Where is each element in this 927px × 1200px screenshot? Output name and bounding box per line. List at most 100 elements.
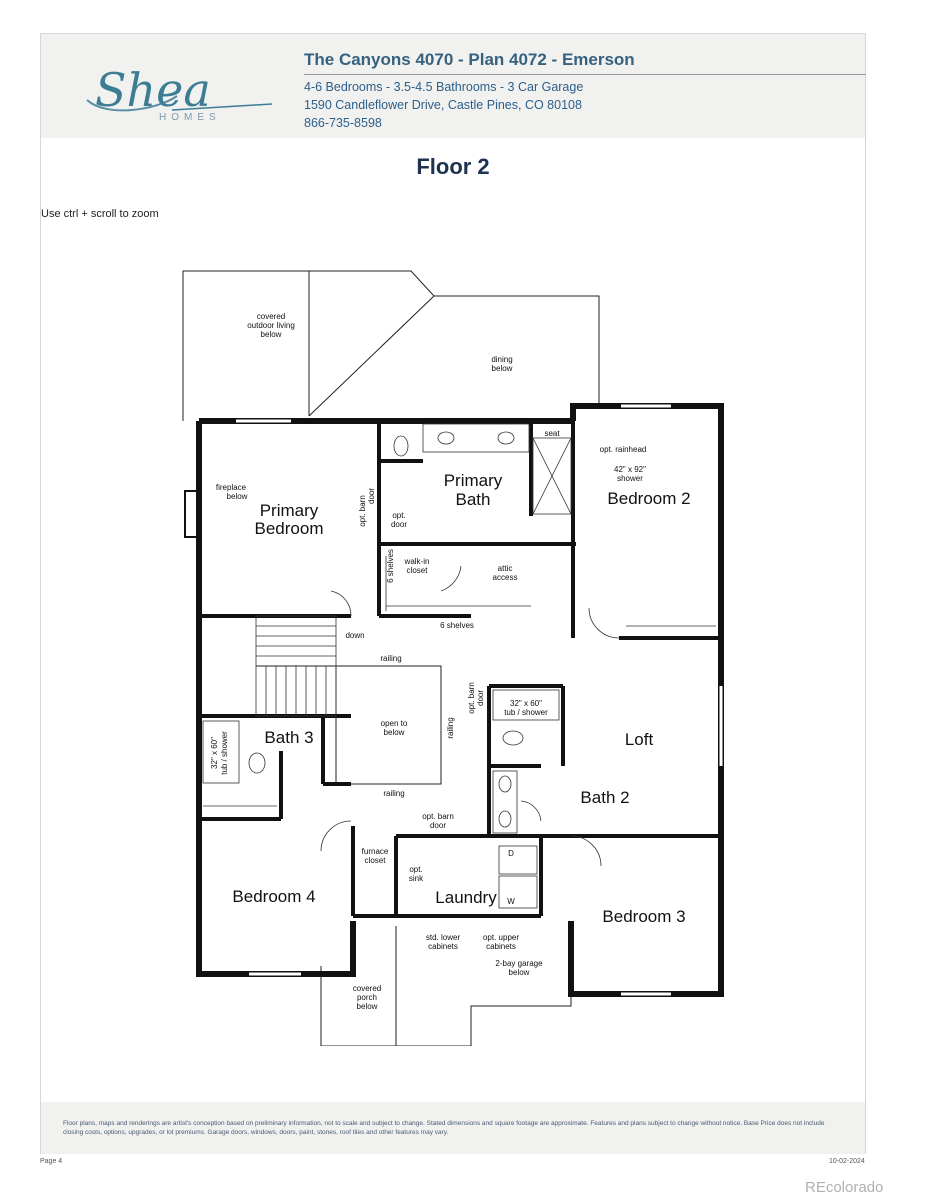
fireplace-icon <box>184 490 200 538</box>
washer-box <box>498 875 538 909</box>
room-bath-2-label: Bath 2 <box>580 788 629 807</box>
note-shower: shower <box>617 474 643 483</box>
header-title: The Canyons 4070 - Plan 4072 - Emerson <box>304 50 635 69</box>
door-swing <box>440 565 462 592</box>
staircase <box>255 615 337 717</box>
note-garage-below-2: below <box>509 968 530 977</box>
note-covered-porch-2: porch <box>357 993 377 1002</box>
page-header: Shea HOMES The Canyons 4070 - Plan 4072 … <box>41 34 866 138</box>
note-tub-bath3: 32" x 60" <box>210 737 219 769</box>
room-bedroom-2-label: Bedroom 2 <box>607 489 690 508</box>
note-opt-barn-door: opt. barn <box>358 495 367 527</box>
note-washer: W <box>507 897 515 906</box>
sink-icon <box>498 775 512 793</box>
toilet-icon <box>248 752 266 774</box>
note-covered-outdoor-2: outdoor living <box>247 321 295 330</box>
door-swing <box>330 590 352 617</box>
note-furnace-closet: furnace <box>362 847 389 856</box>
toilet-icon <box>393 435 409 457</box>
note-opt-sink-2: sink <box>409 874 424 883</box>
note-seat: seat <box>544 429 560 438</box>
note-shower-size: 42" x 92" <box>614 465 646 474</box>
note-dryer: D <box>508 849 514 858</box>
note-six-shelves-vertical: 6 shelves <box>386 549 395 583</box>
dryer-box <box>498 845 538 875</box>
note-railing-top: railing <box>380 654 401 663</box>
header-phone[interactable]: 866-735-8598 <box>304 116 382 130</box>
header-specs: 4-6 Bedrooms - 3.5-4.5 Bathrooms - 3 Car… <box>304 80 584 94</box>
note-opt-barn-door-bath2: opt. barn <box>467 682 476 714</box>
note-opt-barn-door-2: door <box>367 488 376 504</box>
note-covered-outdoor-3: below <box>261 330 282 339</box>
shower-x2 <box>532 437 572 515</box>
note-railing-bottom: railing <box>383 789 404 798</box>
note-opt-barn-door-laundry: opt. barn <box>422 812 454 821</box>
svg-text:HOMES: HOMES <box>159 112 221 123</box>
note-covered-outdoor: covered <box>257 312 285 321</box>
room-bedroom-3-label: Bedroom 3 <box>602 907 685 926</box>
sink-icon <box>437 431 455 445</box>
note-railing-side: railing <box>446 717 455 738</box>
bath3-tub <box>202 720 240 784</box>
covered-outdoor-outline <box>182 270 600 421</box>
floor-plan[interactable]: Primary Bedroom Primary Bath Bedroom 2 L… <box>141 266 781 1046</box>
note-garage-below: 2-bay garage <box>495 959 543 968</box>
note-walkin-closet-2: closet <box>407 566 429 575</box>
door-swing <box>320 820 352 852</box>
note-furnace-closet-2: closet <box>365 856 387 865</box>
primary-shower <box>532 437 572 515</box>
note-opt-barn-door-bath2-2: door <box>476 690 485 706</box>
room-bath-3-label: Bath 3 <box>264 728 313 747</box>
room-laundry-label: Laundry <box>435 888 497 907</box>
room-primary-bath-label: Primary <box>444 471 503 490</box>
toilet-icon <box>502 730 524 746</box>
sink-icon <box>498 810 512 828</box>
room-bedroom-4-label: Bedroom 4 <box>232 887 315 906</box>
door-swing <box>570 835 602 867</box>
outline-diagonal <box>308 295 435 417</box>
note-open-to-below: open to <box>381 719 408 728</box>
room-primary-bedroom-label: Primary <box>260 501 319 520</box>
note-attic-access-2: access <box>493 573 518 582</box>
room-primary-bath-label-2: Bath <box>456 490 491 509</box>
note-dining-2: below <box>492 364 513 373</box>
shea-homes-logo: Shea HOMES <box>86 63 273 123</box>
note-opt-door: opt. <box>392 511 405 520</box>
note-opt-rainhead: opt. rainhead <box>600 445 647 454</box>
primary-vanity <box>422 423 530 453</box>
note-std-lower-cabinets-2: cabinets <box>428 942 458 951</box>
note-six-shelves: 6 shelves <box>440 621 474 630</box>
note-tub-bath3-2: tub / shower <box>220 731 229 775</box>
recolorado-watermark: REcolorado <box>805 1179 884 1196</box>
page-number: Page 4 <box>40 1158 63 1165</box>
note-opt-barn-door-laundry-2: door <box>430 821 446 830</box>
bath2-tub <box>492 689 560 721</box>
room-primary-bedroom-label-2: Bedroom <box>255 519 324 538</box>
note-dining: dining <box>491 355 512 364</box>
room-loft-label: Loft <box>625 730 654 749</box>
note-open-to-below-2: below <box>384 728 405 737</box>
note-std-lower-cabinets: std. lower <box>426 933 461 942</box>
note-tub-bath2-2: tub / shower <box>504 708 548 717</box>
note-covered-porch-3: below <box>357 1002 378 1011</box>
door-swing <box>520 800 542 822</box>
sink-icon <box>497 431 515 445</box>
header-address: 1590 Candleflower Drive, Castle Pines, C… <box>304 98 582 112</box>
note-attic-access: attic <box>498 564 513 573</box>
note-down: down <box>345 631 364 640</box>
note-opt-sink: opt. <box>409 865 422 874</box>
note-tub-bath2: 32" x 60" <box>510 699 542 708</box>
zoom-hint: Use ctrl + scroll to zoom <box>41 208 159 220</box>
legal-disclaimer: Floor plans, maps and renderings are art… <box>41 1102 865 1154</box>
bath2-vanity <box>492 770 518 834</box>
page-date: 10-02-2024 <box>829 1158 865 1165</box>
note-opt-door-2: door <box>391 520 407 529</box>
note-walkin-closet: walk-in <box>404 557 430 566</box>
note-opt-upper-cabinets: opt. upper <box>483 933 519 942</box>
header-divider <box>304 74 866 75</box>
note-opt-upper-cabinets-2: cabinets <box>486 942 516 951</box>
note-covered-porch: covered <box>353 984 381 993</box>
note-fireplace: fireplace <box>216 483 247 492</box>
door-swing <box>588 607 620 639</box>
brochure-page: Shea HOMES The Canyons 4070 - Plan 4072 … <box>40 33 866 1154</box>
